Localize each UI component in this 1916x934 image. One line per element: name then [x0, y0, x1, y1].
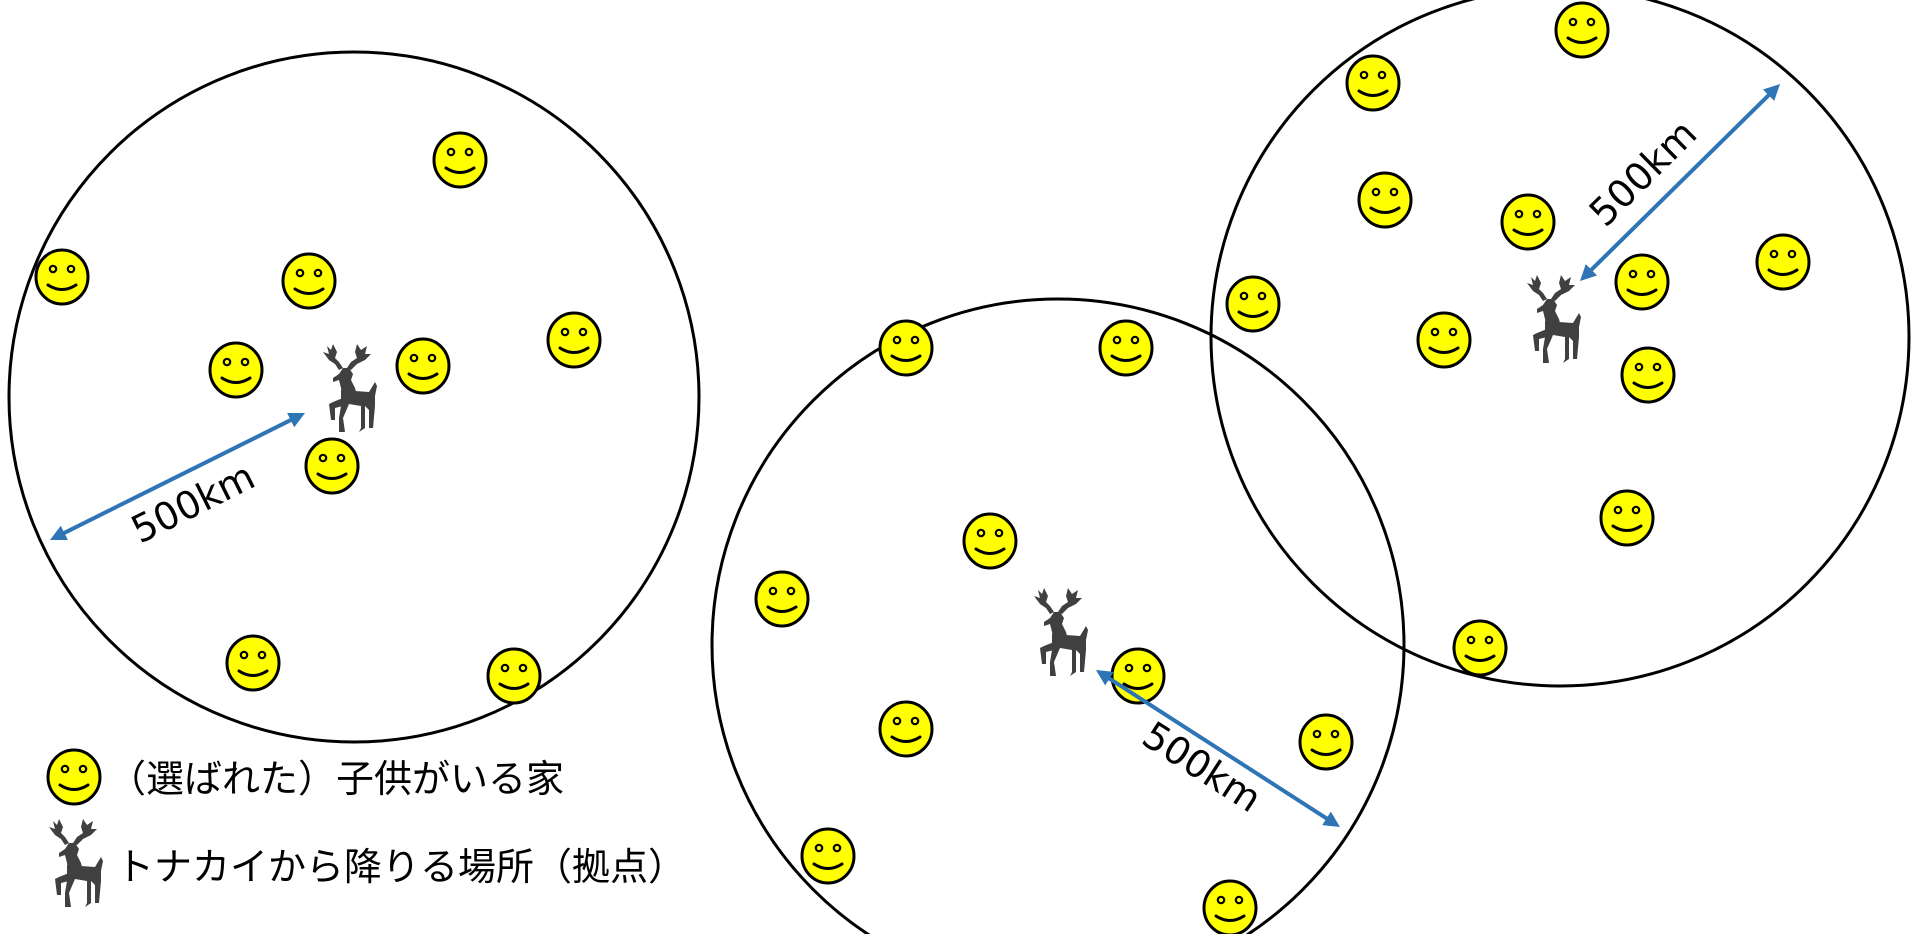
smiley-house-icon	[34, 248, 90, 306]
smiley-house-icon	[962, 512, 1018, 570]
smiley-house-icon	[1620, 346, 1676, 404]
coverage-circle	[1209, 0, 1911, 688]
smiley-house-icon	[800, 827, 856, 885]
smiley-house-icon	[486, 647, 542, 705]
smiley-house-icon	[878, 319, 934, 377]
smiley-house-icon	[1202, 879, 1258, 934]
smiley-house-icon	[281, 252, 337, 310]
reindeer-icon	[1527, 275, 1581, 363]
reindeer-icon	[323, 344, 377, 432]
smiley-house-icon	[208, 341, 264, 399]
delivery-region-middle: 500km	[710, 297, 1406, 934]
radius-arrow	[50, 412, 305, 541]
radius-arrow	[1096, 670, 1340, 827]
smiley-house-icon	[1416, 311, 1472, 369]
smiley-house-icon	[1614, 253, 1670, 311]
smiley-house-icon	[1755, 233, 1811, 291]
arrowhead-icon	[1096, 670, 1114, 686]
smiley-house-icon	[1298, 713, 1354, 771]
smiley-house-icon	[878, 700, 934, 758]
coverage-circle	[710, 297, 1406, 934]
smiley-house-icon	[1345, 54, 1401, 112]
smiley-house-icon	[1452, 619, 1508, 677]
radius-arrow	[1580, 84, 1780, 281]
reindeer-icon	[1034, 588, 1088, 676]
smiley-house-icon	[1225, 275, 1281, 333]
smiley-house-icon	[1098, 319, 1154, 377]
delivery-region-left: 500km	[7, 50, 701, 744]
smiley-house-icon	[1599, 489, 1655, 547]
legend-item: トナカイから降りる場所（拠点）	[49, 819, 686, 907]
smiley-house-icon	[1357, 171, 1413, 229]
smiley-house-icon	[1500, 193, 1556, 251]
legend-label: （選ばれた）子供がいる家	[108, 757, 564, 801]
smiley-house-icon	[395, 337, 451, 395]
smiley-house-icon	[546, 311, 602, 369]
smiley-house-icon	[46, 748, 102, 806]
smiley-house-icon	[432, 131, 488, 189]
legend-item: （選ばれた）子供がいる家	[46, 748, 564, 806]
arrowhead-icon	[1580, 264, 1598, 281]
reindeer-icon	[49, 819, 103, 907]
smiley-house-icon	[1554, 1, 1610, 59]
arrowhead-icon	[287, 412, 305, 428]
smiley-house-icon	[225, 634, 281, 692]
arrowhead-icon	[1322, 811, 1340, 827]
smiley-house-icon	[754, 570, 810, 628]
delivery-region-right: 500km	[1209, 0, 1911, 688]
smiley-house-icon	[304, 437, 360, 495]
legend-label: トナカイから降りる場所（拠点）	[116, 845, 686, 889]
arrowhead-icon	[1762, 84, 1780, 101]
coverage-circle	[7, 50, 701, 744]
arrowhead-icon	[50, 525, 68, 541]
